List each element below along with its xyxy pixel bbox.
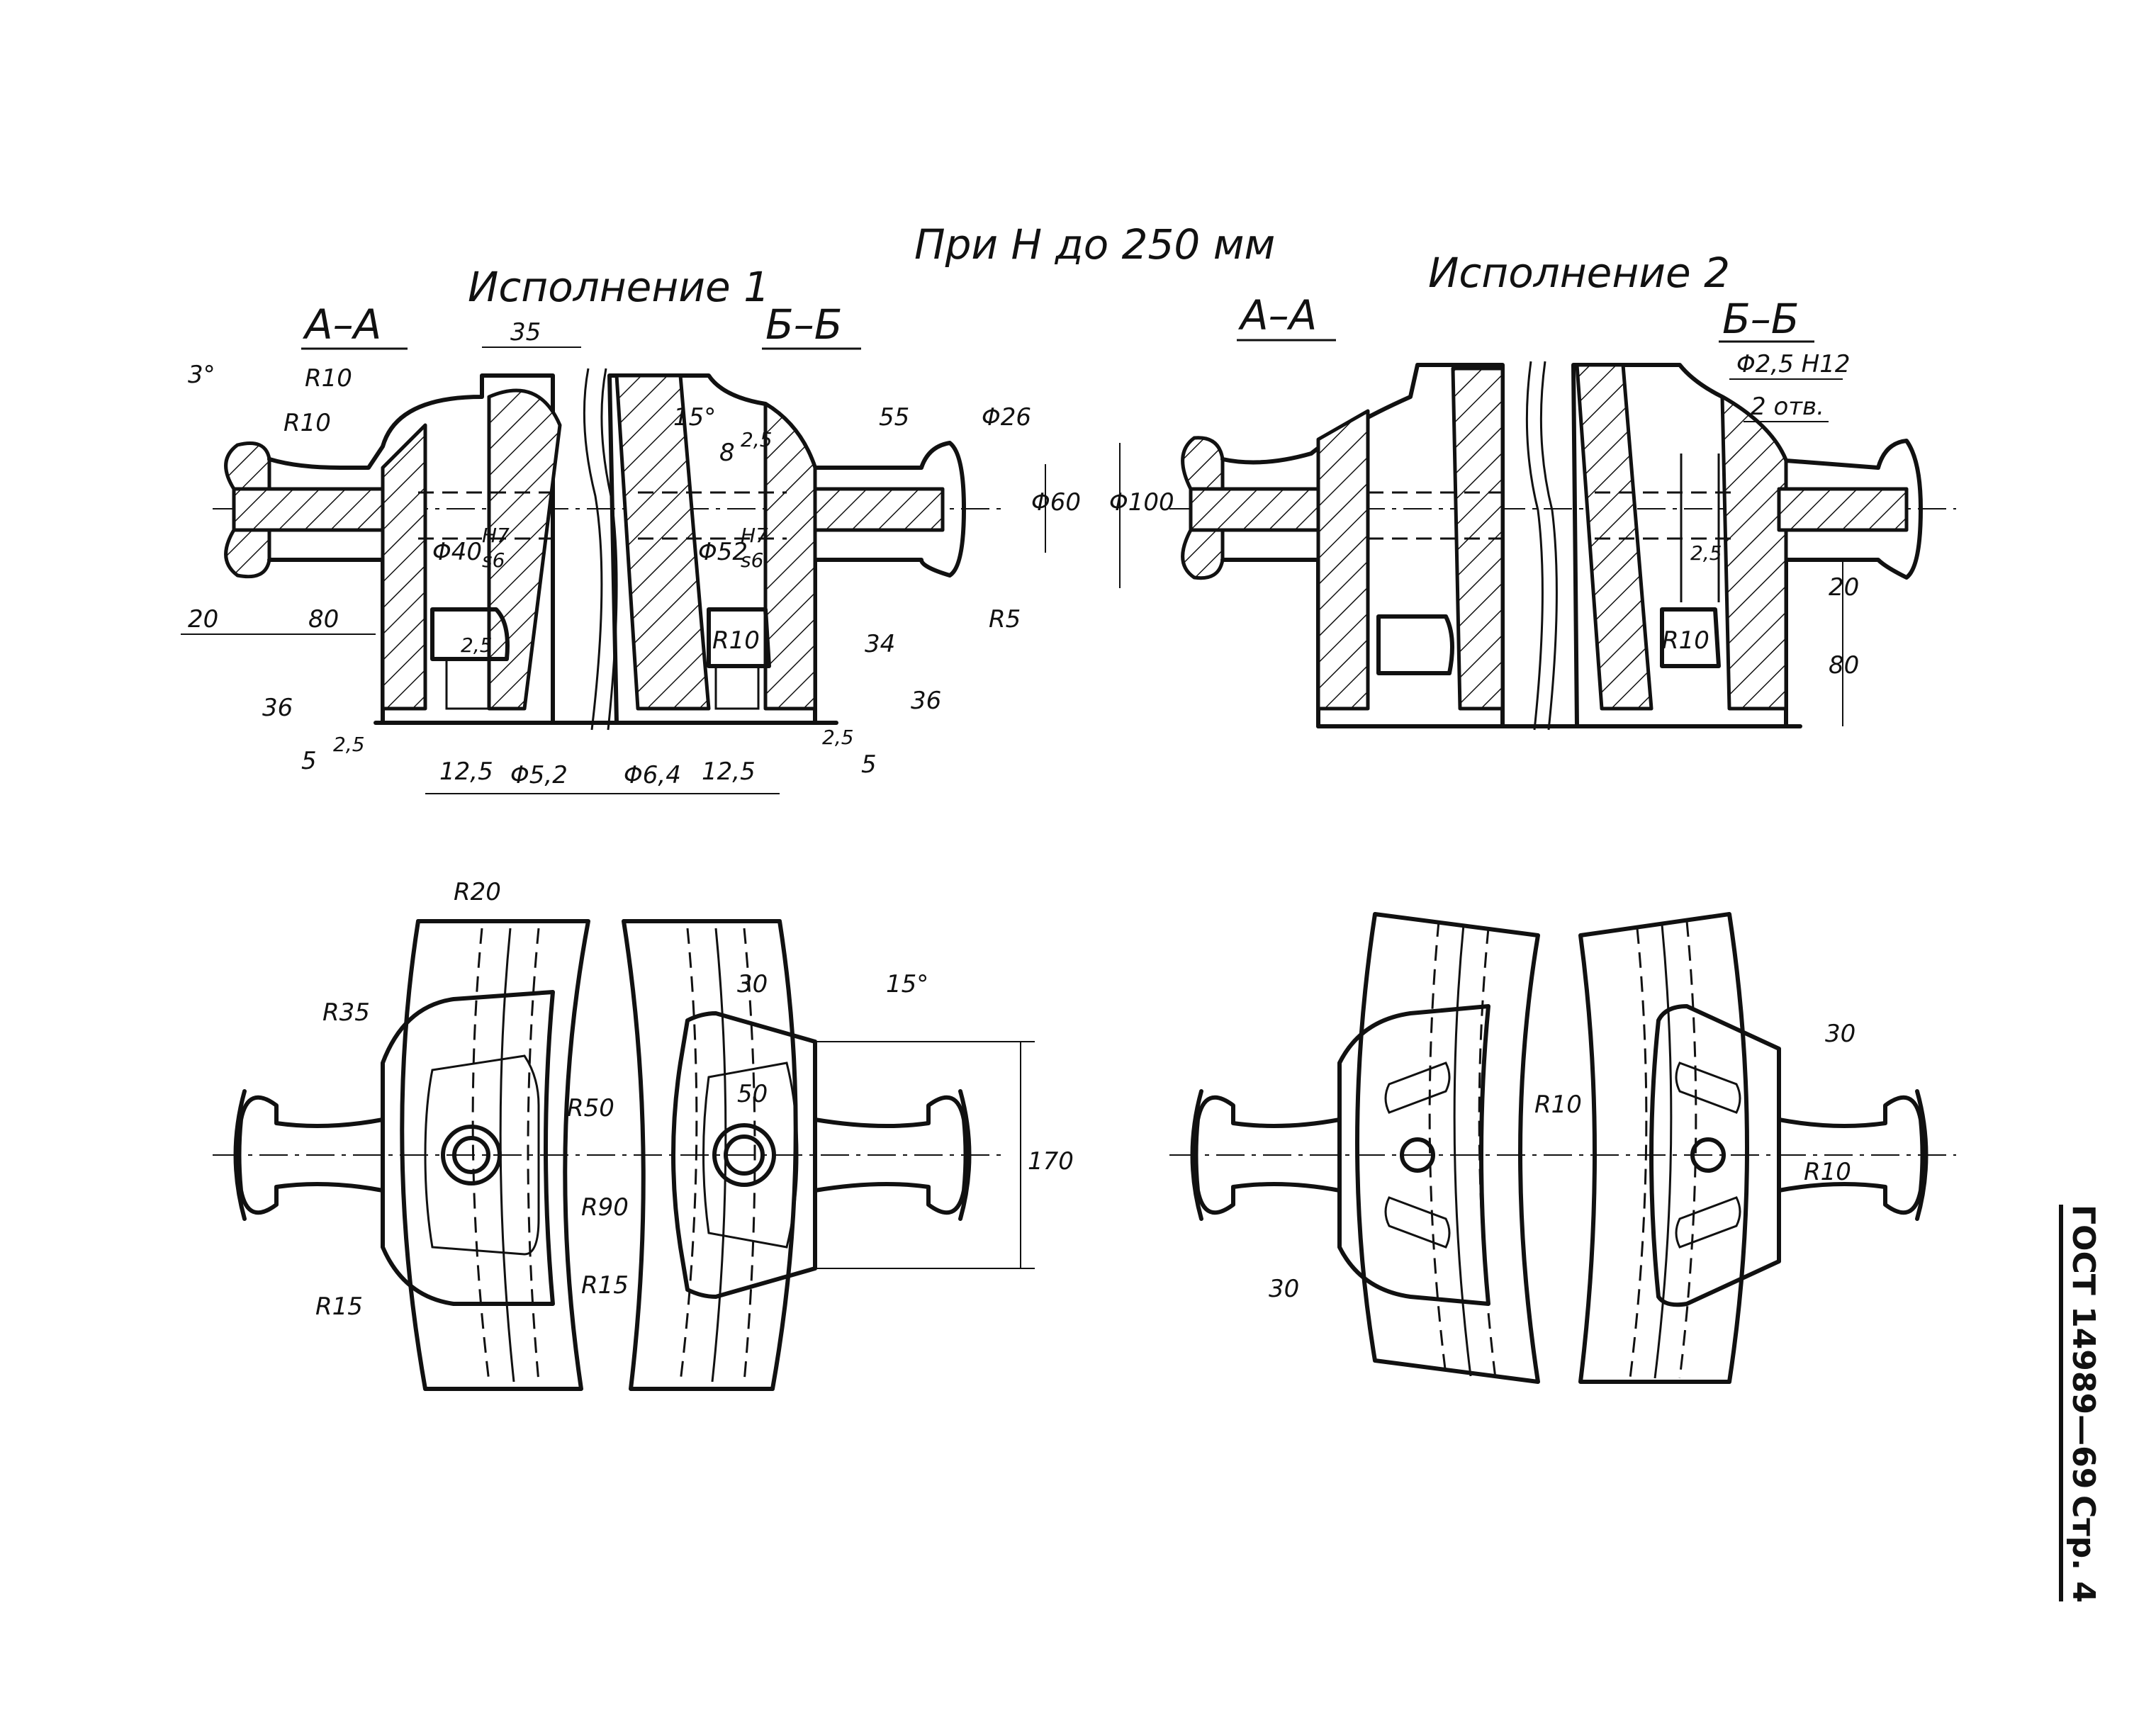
section-aa-v2: А–А	[1237, 291, 1317, 339]
page-number: Стр. 4	[2065, 1495, 2101, 1603]
dim-rough-8: 8	[719, 439, 735, 467]
dim-phi2-5-h12: Φ2,5 H12	[1736, 350, 1850, 378]
dim-phi60: Φ60	[1031, 488, 1081, 517]
plan-v2-d30-b: 30	[1269, 1275, 1299, 1303]
rough-12-5-l: 12,5	[439, 758, 493, 786]
dim-r10-a: R10	[305, 364, 352, 393]
plan-v2-r10-a: R10	[1534, 1091, 1582, 1119]
holes-count: 2 отв.	[1751, 393, 1824, 421]
dim-v2-20: 20	[1829, 573, 1859, 602]
dim-phi52: Φ52	[698, 538, 748, 566]
rough-2-5-l: 2,5	[333, 733, 365, 756]
plan-v2-r10-b: R10	[1804, 1158, 1851, 1186]
dim-36-l: 36	[262, 694, 293, 722]
fit-52-top: H7	[741, 524, 768, 547]
dim-phi100: Φ100	[1109, 488, 1174, 517]
section-aa-v1: А–А	[302, 300, 381, 349]
fit-40-bot: s6	[482, 548, 505, 572]
plan-v2-d30-a: 30	[1825, 1020, 1855, 1048]
plan-angle-15: 15°	[886, 970, 928, 998]
fit-52-bot: s6	[741, 548, 763, 572]
dim-55: 55	[879, 403, 909, 432]
dim-r10-b: R10	[283, 409, 331, 437]
dim-35: 35	[510, 318, 541, 347]
dim-36-r: 36	[911, 687, 941, 715]
variant-2-plan-view	[1169, 912, 1956, 1384]
dim-5-r: 5	[861, 750, 877, 779]
plan-r15-r: R15	[581, 1271, 629, 1300]
variant-1-section-view	[213, 368, 1006, 731]
rough-12-5-r: 12,5	[702, 758, 756, 786]
dim-v2-80: 80	[1829, 651, 1859, 680]
fit-40-top: H7	[482, 524, 510, 547]
plan-r15-l: R15	[315, 1293, 363, 1321]
dim-rough-25-top: 2,5	[741, 428, 773, 451]
section-bb-v1: Б–Б	[765, 300, 843, 349]
variant-1-title: Исполнение 1	[468, 263, 770, 311]
dim-80: 80	[308, 605, 339, 633]
plan-d170: 170	[1028, 1147, 1074, 1176]
plan-r90: R90	[581, 1193, 629, 1222]
dim-r10-c: R10	[712, 626, 760, 655]
standard-code: ГОСТ 14989—69	[2065, 1205, 2101, 1489]
variant-2-plan-dimensions: R10 30 R10 30	[1269, 1020, 1855, 1303]
dim-phi6-4: Φ6,4	[624, 761, 681, 789]
dim-20: 20	[188, 605, 218, 633]
dim-2-5-mid: 2,5	[461, 633, 493, 657]
variant-1-plan-view	[213, 919, 1035, 1391]
rough-2-5-r: 2,5	[822, 726, 854, 749]
plan-r50: R50	[567, 1094, 614, 1122]
dim-phi5-2: Φ5,2	[510, 761, 568, 789]
dim-34: 34	[865, 630, 895, 658]
dim-5-l: 5	[301, 747, 317, 775]
dim-phi26: Φ26	[982, 403, 1031, 432]
section-bb-v2: Б–Б	[1722, 295, 1800, 343]
dim-angle-3: 3°	[188, 361, 215, 389]
plan-r20: R20	[454, 878, 501, 906]
dim-r5: R5	[989, 605, 1021, 633]
plan-d30: 30	[737, 970, 768, 998]
variant-2-section-view	[1169, 361, 1956, 731]
plan-d50: 50	[737, 1080, 768, 1108]
dim-angle-15: 15°	[673, 403, 716, 432]
variant-1-dimensions: 35 3° R10 R10 15° 8 2,5 55 Φ26 Φ60 Φ100 …	[181, 318, 1174, 794]
dim-v2-2-5: 2,5	[1690, 541, 1722, 565]
stamp-rule	[2059, 1205, 2063, 1601]
dim-v2-r10: R10	[1662, 626, 1709, 655]
variant-2-dimensions: Φ2,5 H12 2 отв. 2,5 R10 20 80	[1662, 350, 1859, 726]
variant-1-plan-dimensions: R20 R35 30 15° R50 50 R90 170 R15 R15	[315, 878, 1074, 1321]
condition-title: При Н до 250 мм	[914, 220, 1275, 269]
dim-phi40: Φ40	[432, 538, 482, 566]
variant-2-title: Исполнение 2	[1428, 249, 1730, 297]
plan-r35: R35	[322, 998, 370, 1027]
